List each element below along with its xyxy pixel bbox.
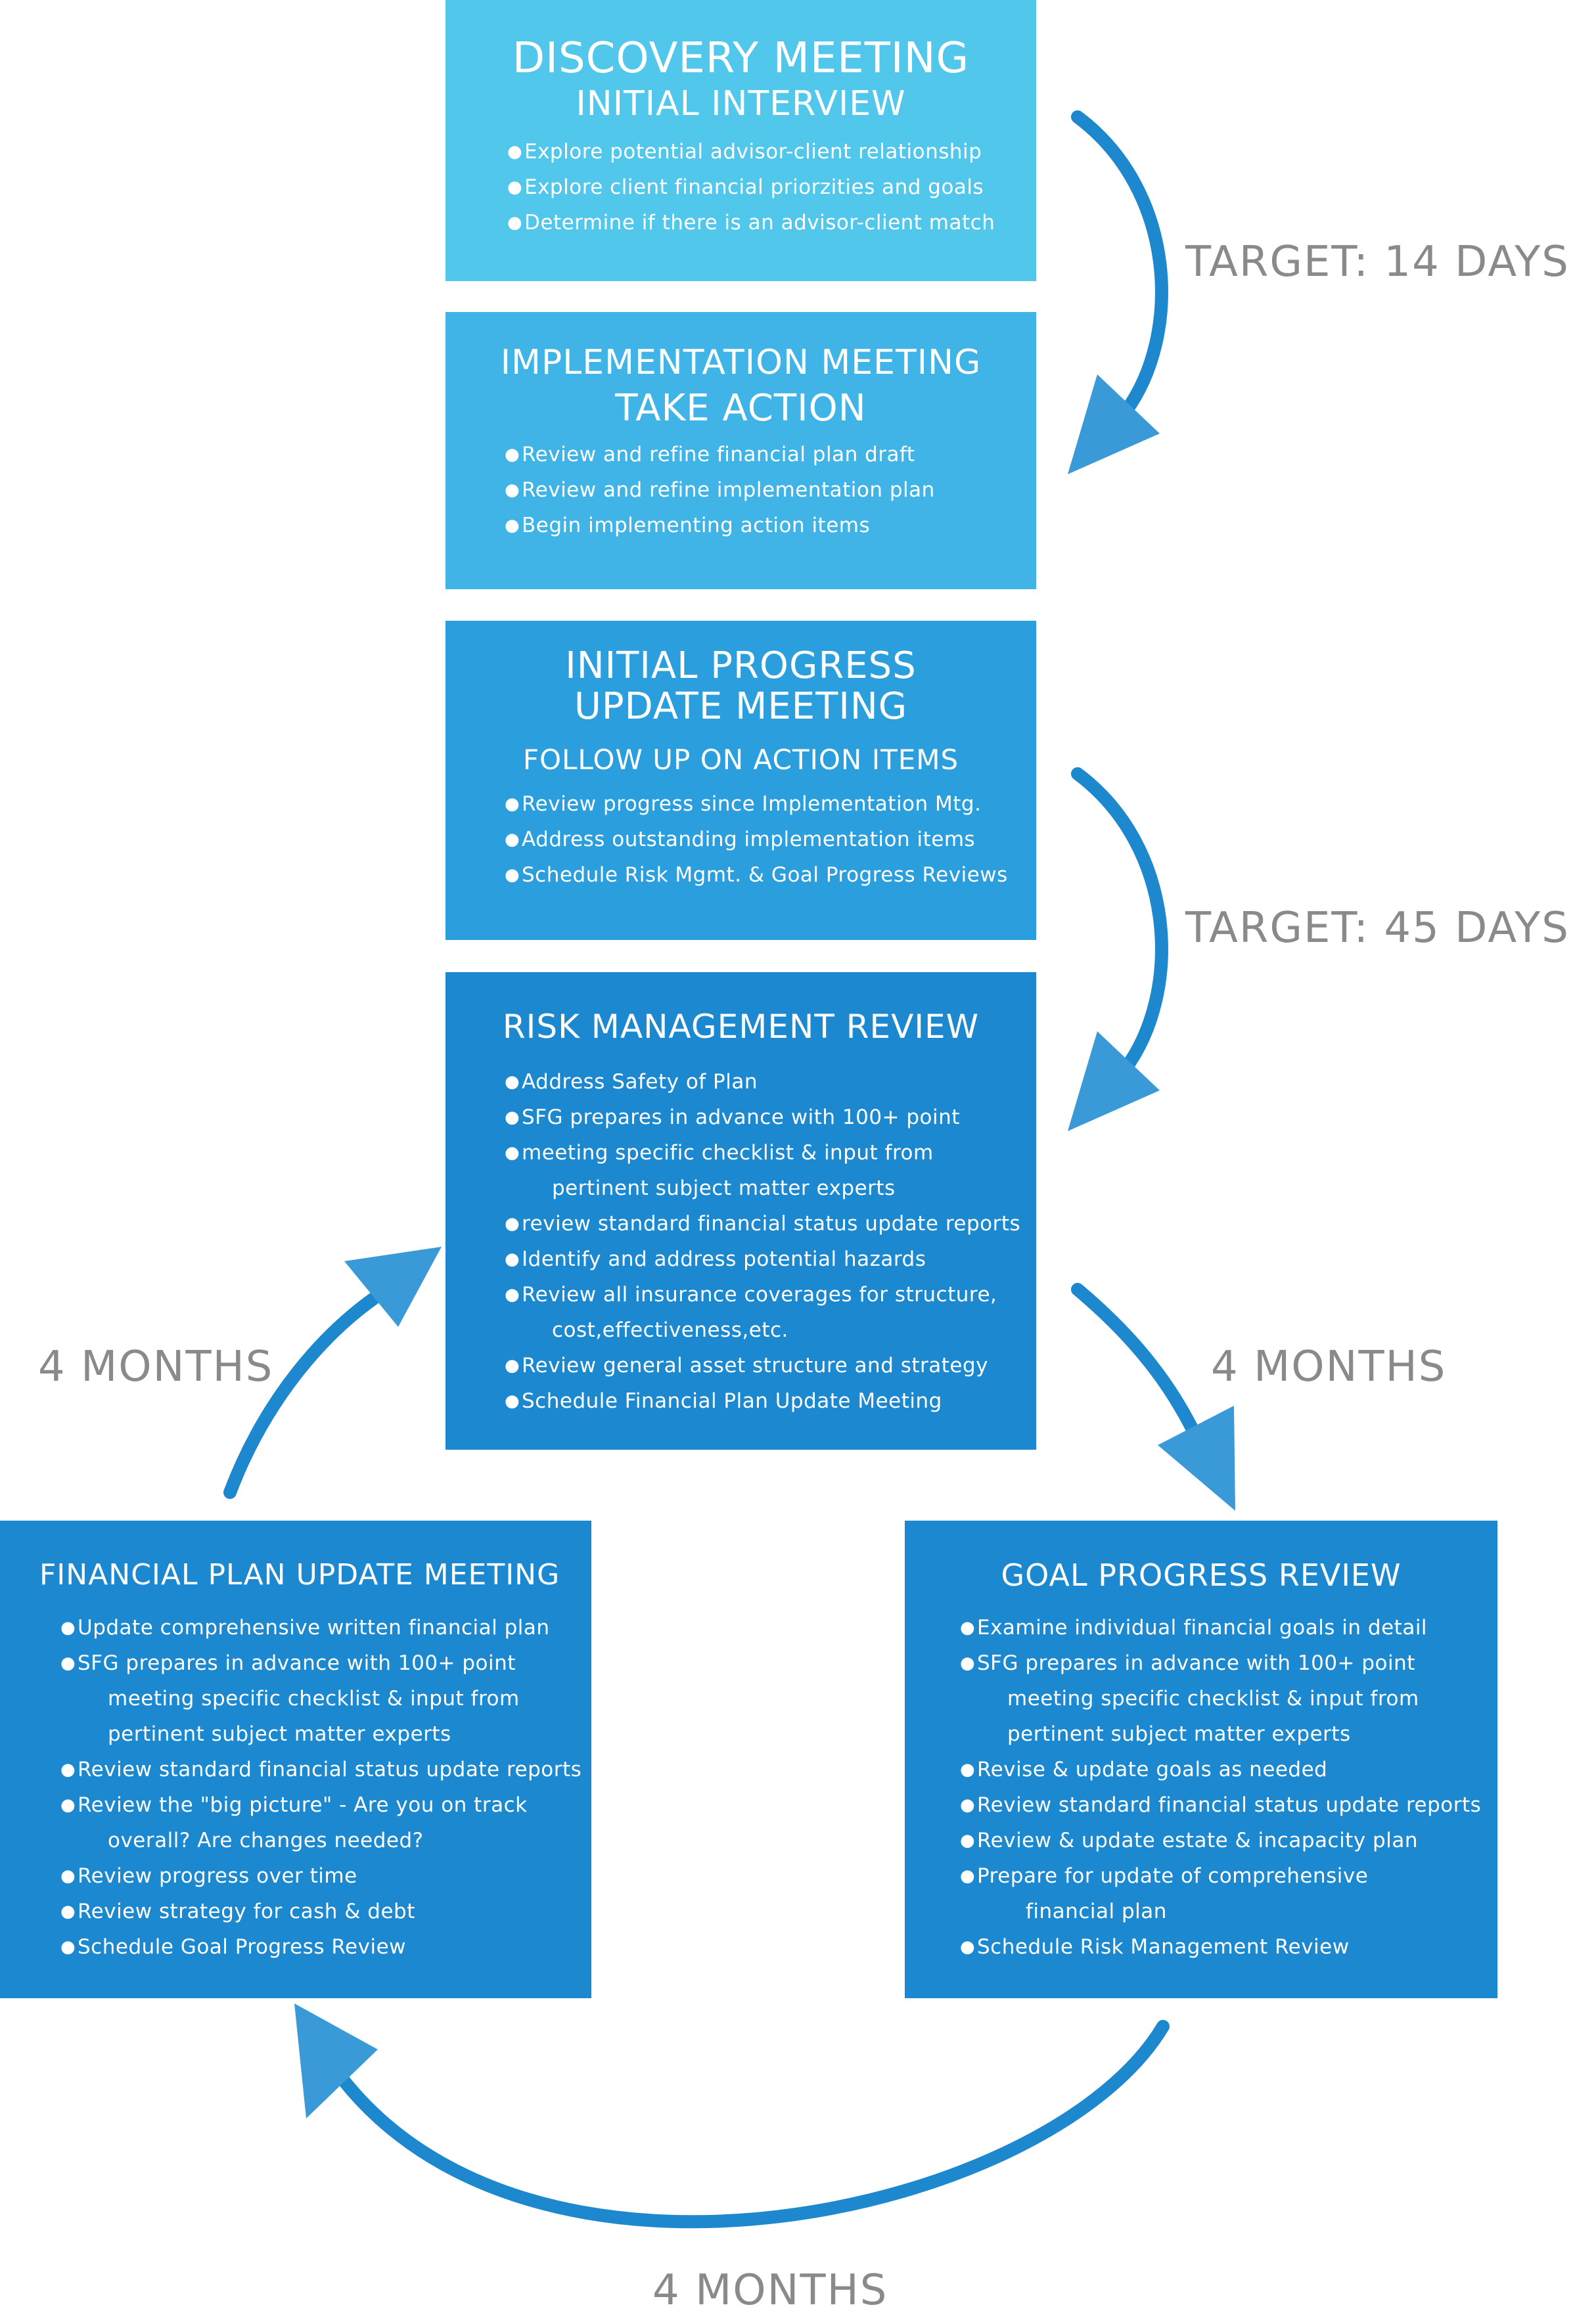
- list-item: ●Schedule Risk Management Review: [960, 1935, 1350, 1959]
- list-item: ●Review and refine financial plan draft: [505, 443, 915, 466]
- progress-subtitle: FOLLOW UP ON ACTION ITEMS: [522, 744, 959, 776]
- list-item-continued: financial plan: [1026, 1900, 1167, 1923]
- risk-management-box: RISK MANAGEMENT REVIEW ●Address Safety o…: [445, 972, 1036, 1450]
- list-item-continued: pertinent subject matter experts: [108, 1722, 451, 1746]
- four-months-left-label: 4 MONTHS: [38, 1343, 274, 1391]
- implementation-meeting-box: IMPLEMENTATION MEETING TAKE ACTION ●Revi…: [445, 312, 1036, 589]
- list-item: ●Review progress since Implementation Mt…: [505, 792, 982, 816]
- arrowhead-financial: [294, 2003, 378, 2118]
- goal-progress-box: GOAL PROGRESS REVIEW ●Examine individual…: [905, 1521, 1497, 1998]
- implementation-title: IMPLEMENTATION MEETING: [500, 343, 982, 382]
- list-item-continued: pertinent subject matter experts: [1007, 1722, 1351, 1746]
- discovery-title: DISCOVERY MEETING: [512, 34, 970, 83]
- four-months-bottom-label: 4 MONTHS: [652, 2266, 888, 2315]
- list-item-continued: pertinent subject matter experts: [552, 1176, 896, 1200]
- list-item: ●Address Safety of Plan: [505, 1070, 758, 1094]
- risk-list: ●Address Safety of Plan ●SFG prepares in…: [445, 1064, 1036, 1419]
- list-item-continued: cost,effectiveness,etc.: [552, 1318, 788, 1342]
- list-item: ●Review standard financial status update…: [960, 1793, 1482, 1817]
- financial-list: ●Update comprehensive written financial …: [0, 1610, 591, 1965]
- arrow-goal-to-financial: [329, 2020, 1170, 2229]
- list-item: ●Review general asset structure and stra…: [505, 1354, 989, 1377]
- arrow-progress-to-risk: [1071, 767, 1168, 1076]
- progress-list: ●Review progress since Implementation Mt…: [445, 786, 1036, 893]
- list-item: ●Review strategy for cash & debt: [60, 1900, 415, 1923]
- list-item: ●Schedule Goal Progress Review: [60, 1935, 407, 1959]
- list-item: ●Address outstanding implementation item…: [505, 828, 976, 851]
- list-item-continued: overall? Are changes needed?: [108, 1829, 424, 1852]
- list-item: ●Identify and address potential hazards: [505, 1247, 926, 1271]
- initial-progress-box: INITIAL PROGRESS UPDATE MEETING FOLLOW U…: [445, 621, 1036, 940]
- progress-title-line1: INITIAL PROGRESS: [565, 644, 917, 687]
- list-item: ●Review & update estate & incapacity pla…: [960, 1829, 1418, 1852]
- list-item: ●Schedule Risk Mgmt. & Goal Progress Rev…: [505, 863, 1008, 887]
- arrow-financial-to-risk: [223, 1274, 407, 1499]
- list-item: ●Explore potential advisor-client relati…: [507, 140, 982, 164]
- risk-title: RISK MANAGEMENT REVIEW: [502, 1008, 980, 1046]
- financial-plan-update-box: FINANCIAL PLAN UPDATE MEETING ●Update co…: [0, 1521, 591, 1998]
- list-item: ●Revise & update goals as needed: [960, 1758, 1328, 1781]
- list-item: ●Review all insurance coverages for stru…: [505, 1283, 997, 1307]
- list-item: ●SFG prepares in advance with 100+ point: [60, 1651, 516, 1675]
- implementation-subtitle: TAKE ACTION: [615, 387, 867, 430]
- list-item: ●Update comprehensive written financial …: [60, 1616, 550, 1640]
- list-item: ●Schedule Financial Plan Update Meeting: [505, 1389, 942, 1413]
- list-item: ●Examine individual financial goals in d…: [960, 1616, 1428, 1640]
- progress-title-line2: UPDATE MEETING: [574, 685, 908, 728]
- discovery-subtitle: INITIAL INTERVIEW: [576, 84, 906, 123]
- discovery-list: ●Explore potential advisor-client relati…: [445, 134, 1036, 240]
- implementation-list: ●Review and refine financial plan draft …: [445, 437, 1036, 543]
- arrowhead-goal: [1158, 1406, 1235, 1511]
- target-14-days-label: TARGET: 14 DAYS: [1185, 238, 1570, 286]
- list-item: ●Review the "big picture" - Are you on t…: [60, 1793, 528, 1817]
- goal-list: ●Examine individual financial goals in d…: [905, 1610, 1497, 1965]
- four-months-right-label: 4 MONTHS: [1211, 1343, 1447, 1391]
- financial-title: FINANCIAL PLAN UPDATE MEETING: [39, 1558, 560, 1592]
- arrowhead-risk-left: [344, 1247, 442, 1327]
- list-item-continued: meeting specific checklist & input from: [108, 1687, 520, 1710]
- target-45-days-label: TARGET: 45 DAYS: [1185, 904, 1570, 952]
- list-item: ●Determine if there is an advisor-client…: [507, 211, 995, 235]
- goal-title: GOAL PROGRESS REVIEW: [1001, 1557, 1402, 1593]
- list-item: ●Review and refine implementation plan: [505, 478, 935, 502]
- list-item: ●meeting specific checklist & input from: [505, 1141, 934, 1165]
- arrowhead-risk: [1068, 1031, 1160, 1131]
- list-item: ●review standard financial status update…: [505, 1212, 1021, 1236]
- arrow-discovery-to-implementation: [1071, 110, 1168, 419]
- list-item: ●Begin implementing action items: [505, 514, 871, 537]
- list-item: ●Review progress over time: [60, 1864, 357, 1888]
- list-item: ●Prepare for update of comprehensive: [960, 1864, 1369, 1888]
- list-item-continued: meeting specific checklist & input from: [1007, 1687, 1419, 1710]
- discovery-meeting-box: DISCOVERY MEETING INITIAL INTERVIEW ●Exp…: [445, 0, 1036, 281]
- list-item: ●Explore client financial priorzities an…: [507, 175, 984, 199]
- list-item: ●Review standard financial status update…: [60, 1758, 582, 1781]
- list-item: ●SFG prepares in advance with 100+ point: [960, 1651, 1415, 1675]
- arrowhead-implementation: [1068, 374, 1160, 474]
- list-item: ●SFG prepares in advance with 100+ point: [505, 1106, 960, 1129]
